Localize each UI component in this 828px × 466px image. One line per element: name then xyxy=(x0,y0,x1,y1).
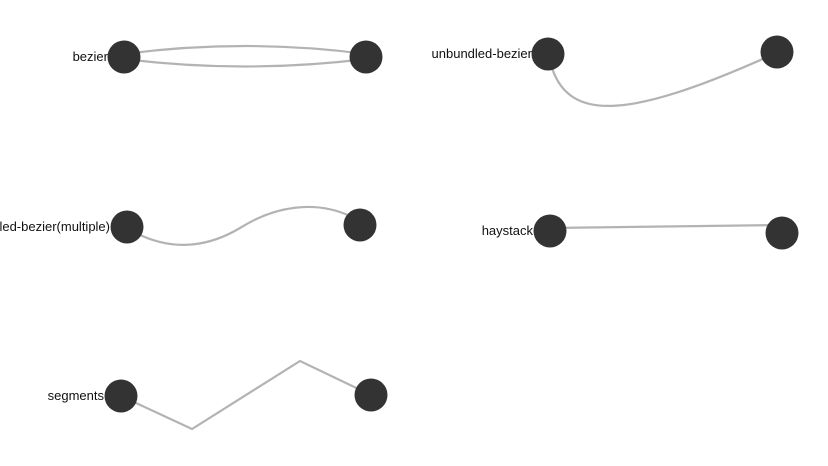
haystack-target-node[interactable] xyxy=(765,216,799,250)
unbundled-bezier-multiple-edge[interactable] xyxy=(137,205,351,246)
segments-source-node[interactable] xyxy=(104,379,138,413)
unbundled-bezier-label: unbundled-bezier xyxy=(432,46,533,61)
segments-edge[interactable] xyxy=(120,359,372,431)
bezier-edge-lower[interactable] xyxy=(123,57,367,68)
unbundled-bezier-source-node[interactable] xyxy=(531,37,565,71)
haystack-label: haystack xyxy=(482,223,534,238)
unbundled-bezier-multiple-source-node[interactable] xyxy=(110,210,144,244)
unbundled-bezier-multiple-group: unbundled-bezier(multiple) xyxy=(0,205,377,246)
bezier-edge-upper[interactable] xyxy=(123,44,367,56)
haystack-edge[interactable] xyxy=(549,223,783,230)
segments-target-node[interactable] xyxy=(354,378,388,412)
unbundled-bezier-group: unbundled-bezier xyxy=(432,35,794,108)
unbundled-bezier-multiple-target-node[interactable] xyxy=(343,208,377,242)
bezier-group: bezier xyxy=(73,40,383,74)
haystack-group: haystack xyxy=(482,214,799,250)
bezier-label: bezier xyxy=(73,49,109,64)
unbundled-bezier-multiple-label: unbundled-bezier(multiple) xyxy=(0,219,110,234)
bezier-source-node[interactable] xyxy=(107,40,141,74)
unbundled-bezier-edge[interactable] xyxy=(550,56,766,108)
haystack-source-node[interactable] xyxy=(533,214,567,248)
segments-group: segments xyxy=(48,359,388,431)
segments-label: segments xyxy=(48,388,105,403)
unbundled-bezier-target-node[interactable] xyxy=(760,35,794,69)
bezier-target-node[interactable] xyxy=(349,40,383,74)
